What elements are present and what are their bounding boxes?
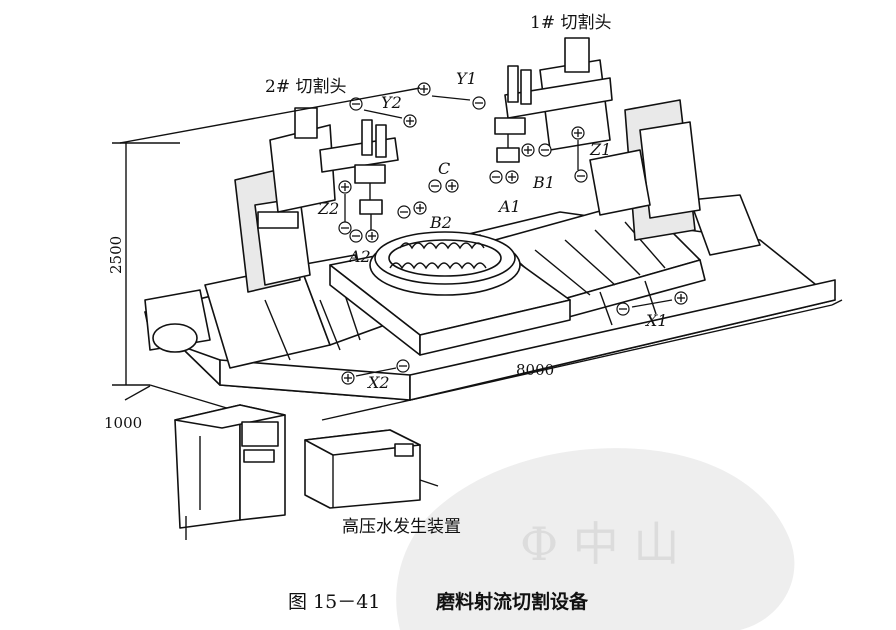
head-1-label: 1# 切割头 (530, 13, 611, 33)
axis-y2-label: Y2 (381, 93, 402, 112)
control-cabinet (174, 404, 286, 540)
axis-x1-label: X1 (644, 311, 668, 330)
pressure-unit (304, 429, 439, 509)
watermark: Ф 中 山 (396, 448, 795, 630)
head-2-label: 2# 切割头 (265, 77, 346, 97)
caption-number: 图 15－41 (288, 591, 380, 613)
dimension-height: 2500 (107, 236, 125, 274)
motion-symbols (338, 82, 688, 385)
dimension-lines (112, 87, 843, 421)
axis-b2-label: B2 (429, 213, 452, 232)
axis-z1-label: Z1 (589, 140, 611, 159)
dimension-depth: 1000 (104, 414, 142, 432)
axis-x2-label: X2 (366, 373, 390, 392)
axis-z2-label: Z2 (317, 199, 339, 218)
dimension-length: 8000 (516, 361, 554, 379)
axis-b1-label: B1 (532, 173, 555, 192)
axis-a1-label: A1 (497, 197, 521, 216)
pump-label: 高压水发生装置 (342, 517, 461, 537)
work-table (329, 231, 571, 356)
axis-c-label: C (438, 159, 450, 178)
watermark-text: Ф 中 山 (520, 517, 679, 571)
axis-a2-label: A2 (347, 247, 371, 266)
caption-title: 磨料射流切割设备 (435, 590, 589, 613)
left-gantry (234, 107, 399, 293)
right-gantry (494, 37, 701, 241)
axis-y1-label: Y1 (456, 69, 477, 88)
